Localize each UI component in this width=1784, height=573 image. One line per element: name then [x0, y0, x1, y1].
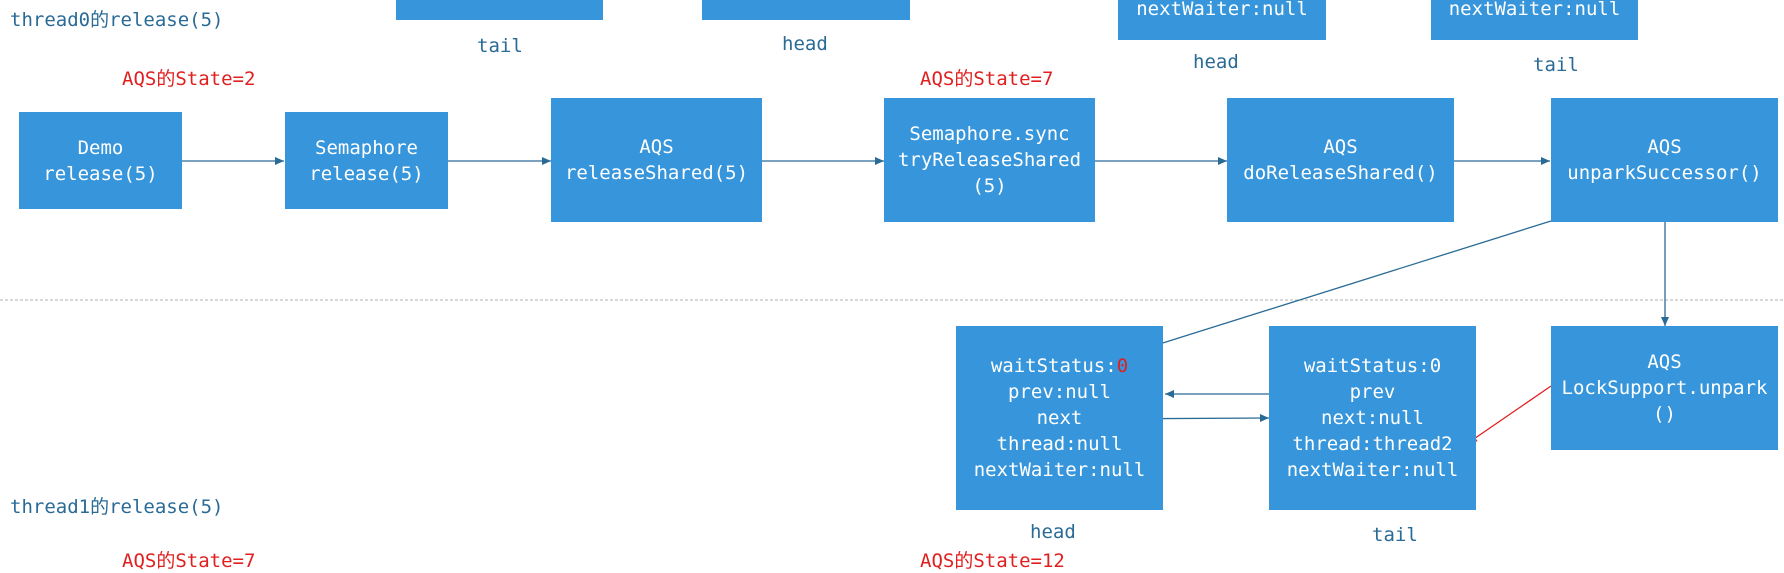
box-line: () — [1653, 403, 1676, 425]
box-line: AQS — [1647, 136, 1682, 158]
partial-next-waiter-text: nextWaiter:null — [1136, 0, 1308, 20]
aqs-state-label-1: AQS的State=2 — [122, 68, 256, 90]
box-line: releaseShared(5) — [564, 162, 749, 184]
box-line: Semaphore.sync — [909, 123, 1070, 145]
label-head-left: head — [782, 33, 828, 55]
box-line: release(5) — [309, 162, 424, 185]
thread0-caption: thread0的release(5) — [10, 9, 224, 31]
thread1-caption: thread1的release(5) — [10, 496, 224, 518]
box-aqs-do-release-shared: AQS doReleaseShared() — [1227, 98, 1454, 222]
label-head-right: head — [1193, 51, 1239, 73]
box-line: tryReleaseShared — [897, 149, 1082, 171]
box-line: AQS — [1323, 136, 1358, 158]
partial-next-waiter-text: nextWaiter:null — [1448, 0, 1621, 20]
box-line: AQS — [639, 136, 674, 158]
node-next-waiter: nextWaiter:null — [1286, 459, 1459, 481]
node-next: next — [1036, 407, 1083, 429]
box-line: doReleaseShared() — [1243, 162, 1438, 184]
node-next-waiter: nextWaiter:null — [973, 459, 1146, 481]
box-semaphore-release: Semaphore release(5) — [285, 112, 448, 209]
partial-node-box-head: nextWaiter:null — [1118, 0, 1326, 40]
aqs-state-label-2: AQS的State=7 — [920, 68, 1054, 90]
partial-node-box-tail: nextWaiter:null — [1431, 0, 1638, 40]
box-aqs-locksupport-unpark: AQS LockSupport.unpark () — [1551, 326, 1778, 450]
node-thread: thread:null — [996, 433, 1123, 455]
box-line: AQS — [1647, 351, 1682, 373]
label-tail-left: tail — [477, 35, 523, 57]
partial-box-2 — [702, 0, 910, 20]
box-line: LockSupport.unpark — [1561, 377, 1768, 399]
wait-status-label: waitStatus: — [990, 355, 1117, 377]
aqs-state-label-3: AQS的State=7 — [122, 550, 256, 572]
box-line: Demo — [77, 136, 124, 159]
node-tail-caption: tail — [1372, 524, 1418, 546]
box-line: (5) — [972, 175, 1007, 197]
box-aqs-release-shared: AQS releaseShared(5) — [551, 98, 762, 222]
connector-layer — [0, 157, 1784, 444]
arrow-locksupport-to-tail-thread — [1467, 385, 1552, 444]
node-head-caption: head — [1030, 521, 1076, 543]
box-line: unparkSuccessor() — [1567, 162, 1762, 184]
node-thread: thread:thread2 — [1292, 433, 1453, 455]
box-semaphore-sync-try-release-shared: Semaphore.sync tryReleaseShared (5) — [884, 98, 1095, 222]
node-next: next:null — [1321, 407, 1424, 429]
box-demo-release: Demo release(5) — [19, 112, 182, 209]
arrow-unpark-successor-to-head-node — [1133, 220, 1552, 354]
aqs-state-label-4: AQS的State=12 — [920, 550, 1065, 572]
node-prev: prev — [1349, 381, 1396, 403]
wait-status-value: 0 — [1116, 355, 1129, 377]
node-wait-status: waitStatus:0 — [991, 353, 1128, 379]
node-tail: waitStatus:0 prev next:null thread:threa… — [1269, 326, 1476, 510]
box-line: Semaphore — [315, 136, 418, 159]
node-head: waitStatus:0 prev:null next thread:null … — [956, 326, 1163, 510]
box-aqs-unpark-successor: AQS unparkSuccessor() — [1551, 98, 1778, 222]
label-tail-right: tail — [1533, 54, 1579, 76]
partial-box-1 — [396, 0, 603, 20]
node-prev: prev:null — [1008, 381, 1111, 403]
node-wait-status: waitStatus:0 — [1303, 355, 1442, 377]
box-line: release(5) — [43, 162, 158, 185]
